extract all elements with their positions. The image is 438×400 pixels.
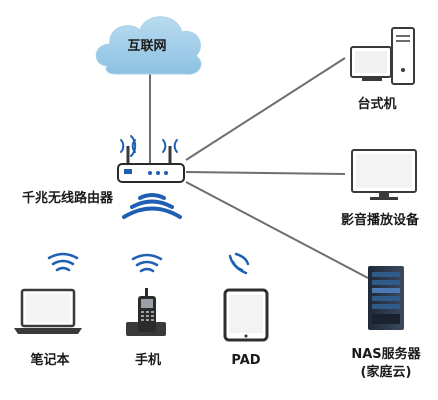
wifi-icon — [131, 253, 163, 273]
wifi-icon — [47, 252, 79, 272]
nas-label: NAS服务器 — [351, 347, 421, 362]
phone-label: 手机 — [134, 353, 161, 368]
line-router-desktop — [185, 57, 346, 161]
nas-sublabel: (家庭云) — [360, 365, 412, 380]
line-router-nas — [185, 181, 369, 279]
nas-server-icon — [368, 266, 404, 330]
desktop-icon — [350, 27, 415, 85]
router-icon — [117, 146, 185, 183]
cloud-icon — [95, 16, 202, 75]
monitor-icon — [351, 149, 417, 200]
connection-lines — [149, 57, 369, 279]
line-router-media — [185, 171, 346, 175]
router-label: 千兆无线路由器 — [22, 191, 114, 206]
pad-label: PAD — [231, 353, 261, 368]
tablet-icon — [223, 288, 269, 342]
desktop-label: 台式机 — [357, 97, 397, 112]
laptop-icon — [14, 288, 82, 334]
router-antenna-wifi-icon — [120, 135, 178, 157]
laptop-label: 笔记本 — [30, 353, 70, 368]
media-label: 影音播放设备 — [340, 213, 419, 228]
wifi-icon — [228, 252, 250, 275]
phone-icon — [126, 288, 166, 336]
wifi-icon — [122, 193, 182, 219]
internet-label: 互联网 — [127, 39, 167, 54]
